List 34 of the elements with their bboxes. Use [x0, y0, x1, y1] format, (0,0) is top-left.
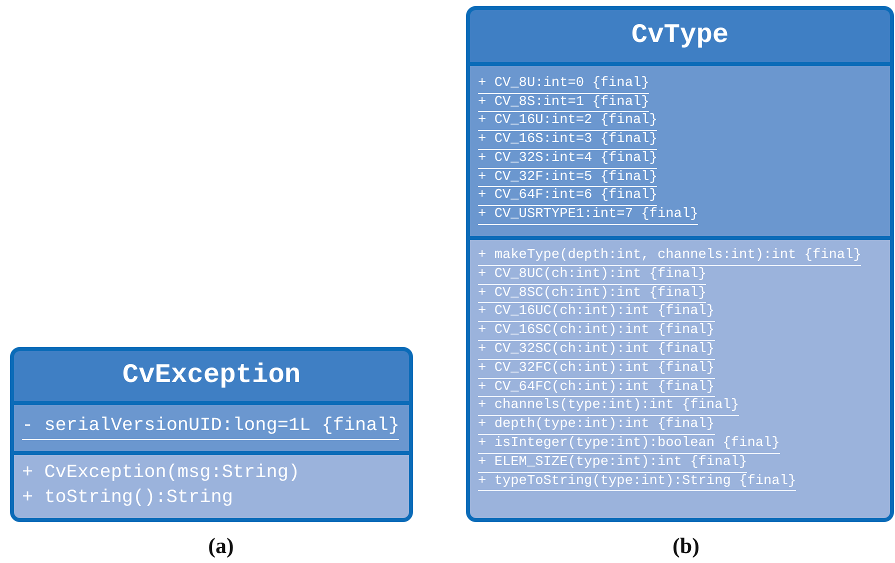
method-text: + CV_8SC(ch:int):int {final} [478, 286, 706, 304]
class-name: CvType [630, 20, 730, 53]
attribute-text: + CV_8U:int=0 {final} [478, 76, 650, 94]
attribute-text: + CV_64F:int=6 {final} [478, 188, 658, 206]
method-text: + CvException(msg:String) [22, 461, 300, 485]
class-compartment [470, 236, 890, 518]
attribute-text: + CV_32F:int=5 {final} [478, 170, 658, 188]
method-text: + ELEM_SIZE(type:int):int {final} [478, 454, 748, 473]
class-name: CvException [121, 360, 302, 393]
class-box [10, 347, 413, 522]
method-text: + makeType(depth:int, channels:int):int {final} [478, 248, 862, 266]
method-text: + typeToString(type:int):String {final} [478, 474, 796, 492]
attribute-text: + CV_16U:int=2 {final} [478, 113, 658, 132]
method-text: + CV_32FC(ch:int):int {final} [478, 360, 715, 379]
method-text: + depth(type:int):int {final} [478, 417, 715, 435]
class-compartment [14, 451, 409, 518]
attribute-text: - serialVersionUID:long=1L {final} [22, 413, 400, 440]
method-text: + isInteger(type:int):boolean {final} [478, 436, 780, 454]
attribute-text: + CV_8S:int=1 {final} [478, 94, 650, 112]
method-text: + CV_16UC(ch:int):int {final} [478, 304, 715, 322]
class-compartment [14, 401, 409, 451]
method-text: + toString():String [22, 486, 233, 510]
attribute-text: + CV_32S:int=4 {final} [478, 150, 658, 169]
class-compartment [470, 62, 890, 236]
subfigure-label: (a) [208, 533, 234, 559]
method-text: + CV_32SC(ch:int):int {final} [478, 342, 715, 360]
attribute-text: + CV_USRTYPE1:int=7 {final} [478, 206, 698, 225]
method-text: + channels(type:int):int {final} [478, 398, 740, 416]
method-text: + CV_16SC(ch:int):int {final} [478, 323, 715, 341]
method-text: + CV_8UC(ch:int):int {final} [478, 266, 706, 285]
class-box [466, 6, 894, 522]
attribute-text: + CV_16S:int=3 {final} [478, 132, 658, 150]
method-text: + CV_64FC(ch:int):int {final} [478, 380, 715, 398]
subfigure-label: (b) [672, 533, 700, 559]
